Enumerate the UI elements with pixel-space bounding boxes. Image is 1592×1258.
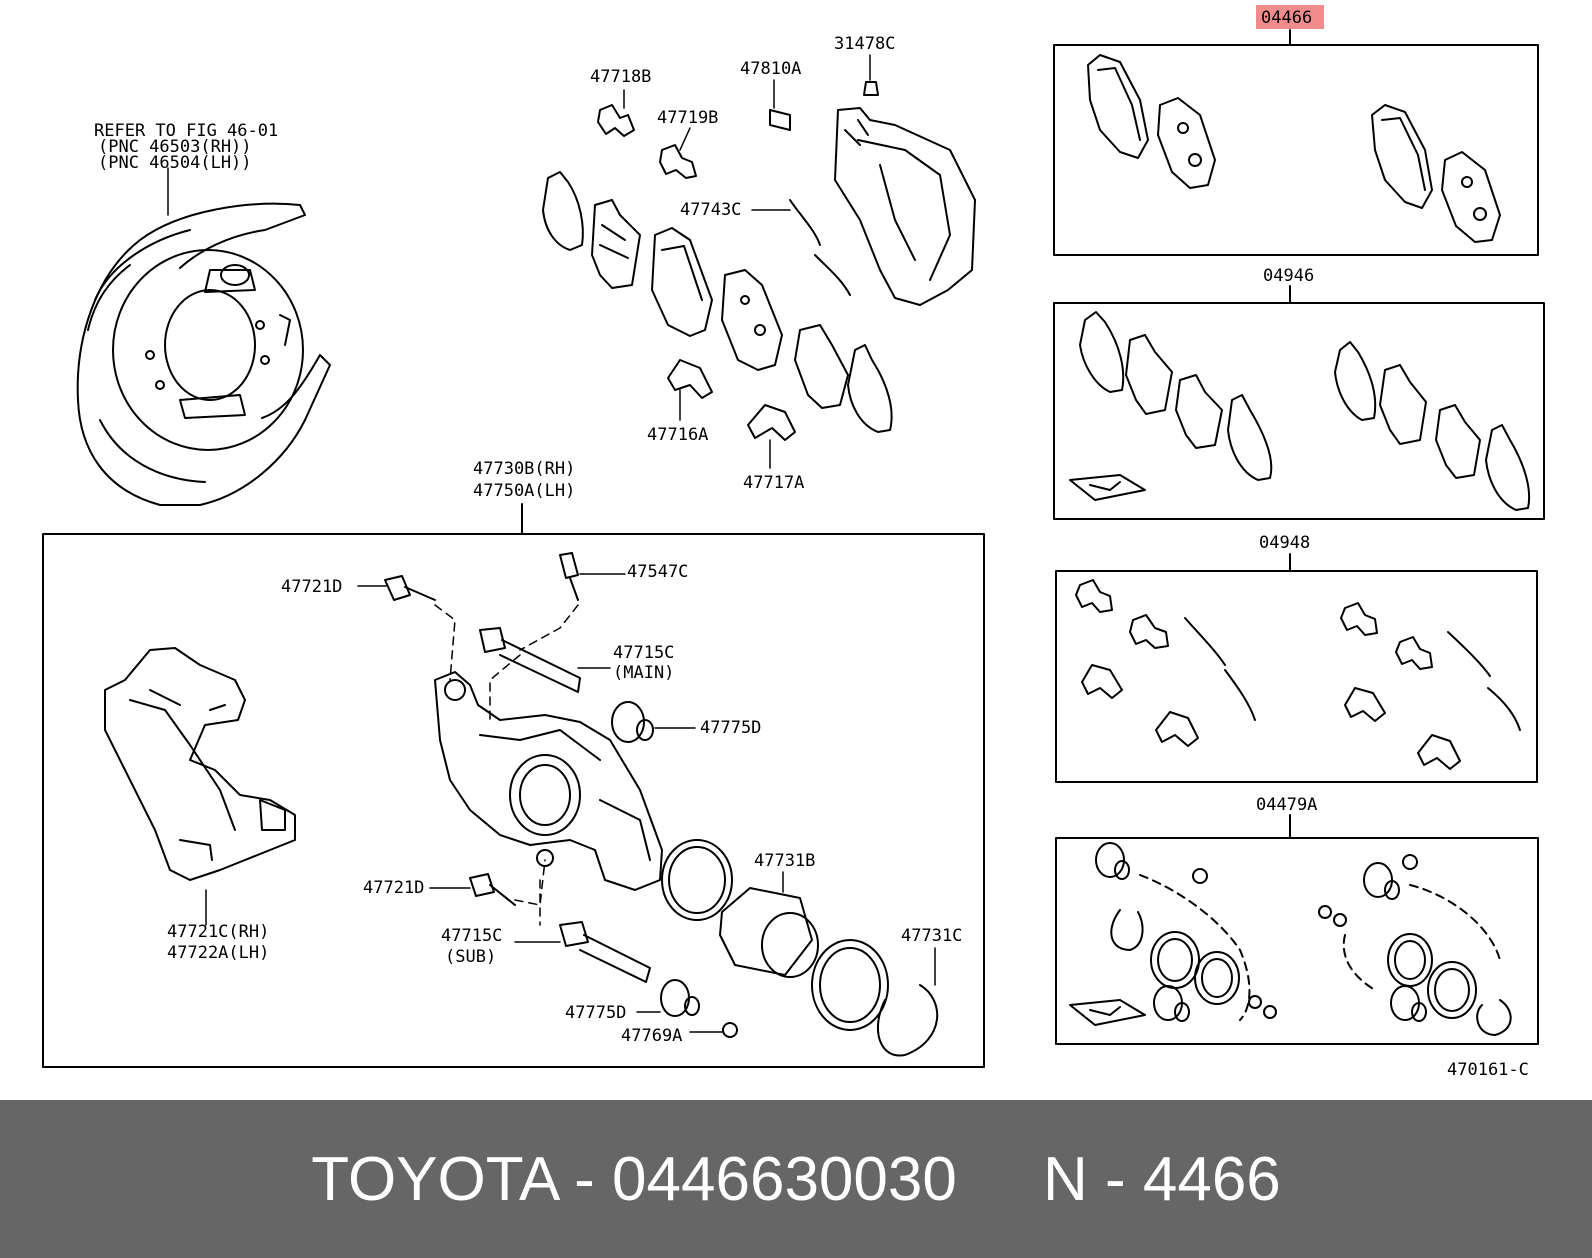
- kit-04466-pads: [1087, 54, 1501, 243]
- label-47716A: 47716A: [647, 425, 708, 445]
- refer-note-line-1: REFER TO FIG 46-01: [94, 121, 278, 141]
- parts-diagram: REFER TO FIG 46-01 (PNC 46503(RH)) (PNC …: [42, 5, 1545, 1080]
- kit-label-04946: 04946: [1263, 266, 1314, 286]
- dust-shield-drawing: [76, 202, 331, 506]
- label-47810A: 47810A: [740, 59, 801, 79]
- label-47715C-main-sub: (MAIN): [613, 663, 674, 683]
- label-47731B: 47731B: [754, 851, 815, 871]
- label-47775D-top: 47775D: [700, 718, 761, 738]
- leader-lines: [167, 54, 936, 1033]
- label-47730B: 47730B(RH): [473, 459, 575, 479]
- footer-title: TOYOTA - 0446630030 N - 4466: [311, 1144, 1281, 1214]
- kit-04948-clips: [1075, 579, 1521, 770]
- kit-label-04948: 04948: [1259, 533, 1310, 553]
- upper-pads-drawing: [542, 171, 893, 433]
- caliper-assembly-box: [42, 533, 985, 1068]
- label-47715C-sub: 47715C: [441, 926, 502, 946]
- label-47715C-main: 47715C: [613, 643, 674, 663]
- diagram-canvas: REFER TO FIG 46-01 (PNC 46503(RH)) (PNC …: [42, 5, 1545, 1080]
- label-47731C: 47731C: [901, 926, 962, 946]
- kit-04479A-seals: [1069, 842, 1512, 1036]
- label-47775D-bottom: 47775D: [565, 1003, 626, 1023]
- part-labels: REFER TO FIG 46-01 (PNC 46503(RH)) (PNC …: [94, 8, 1529, 1080]
- figure-code: 470161-C: [1447, 1060, 1529, 1080]
- label-47722A: 47722A(LH): [167, 943, 269, 963]
- upper-caliper-drawing: [769, 81, 976, 306]
- kit-04946-shims: [1069, 311, 1531, 511]
- caliper-body-drawing: [434, 671, 663, 891]
- label-47750A: 47750A(LH): [473, 481, 575, 501]
- label-31478C: 31478C: [834, 34, 895, 54]
- label-47719B: 47719B: [657, 108, 718, 128]
- refer-note-line-2: (PNC 46503(RH)): [98, 137, 252, 157]
- kit-04466-box: [1053, 44, 1539, 256]
- kit-04946-box: [1053, 302, 1545, 520]
- label-47721C: 47721C(RH): [167, 922, 269, 942]
- clips-drawing: [597, 104, 851, 441]
- label-47717A: 47717A: [743, 473, 804, 493]
- kit-04479A-box: [1055, 837, 1539, 1045]
- refer-note-line-3: (PNC 46504(LH)): [98, 153, 252, 173]
- highlight-box: [1256, 5, 1324, 29]
- footer-bar: TOYOTA - 0446630030 N - 4466: [0, 1100, 1592, 1258]
- label-47721D-top: 47721D: [281, 577, 342, 597]
- label-47769A: 47769A: [621, 1026, 682, 1046]
- label-47721D-bottom: 47721D: [363, 878, 424, 898]
- label-47743C: 47743C: [680, 200, 741, 220]
- kit-label-04479A: 04479A: [1256, 795, 1317, 815]
- kit-label-04466: 04466: [1261, 8, 1312, 28]
- mounting-bracket-drawing: [104, 647, 296, 881]
- label-47547C: 47547C: [627, 562, 688, 582]
- kit-04948-box: [1055, 570, 1538, 783]
- label-47715C-sub-sub: (SUB): [445, 947, 496, 967]
- label-47718B: 47718B: [590, 67, 651, 87]
- hardware-drawing: [384, 552, 939, 1057]
